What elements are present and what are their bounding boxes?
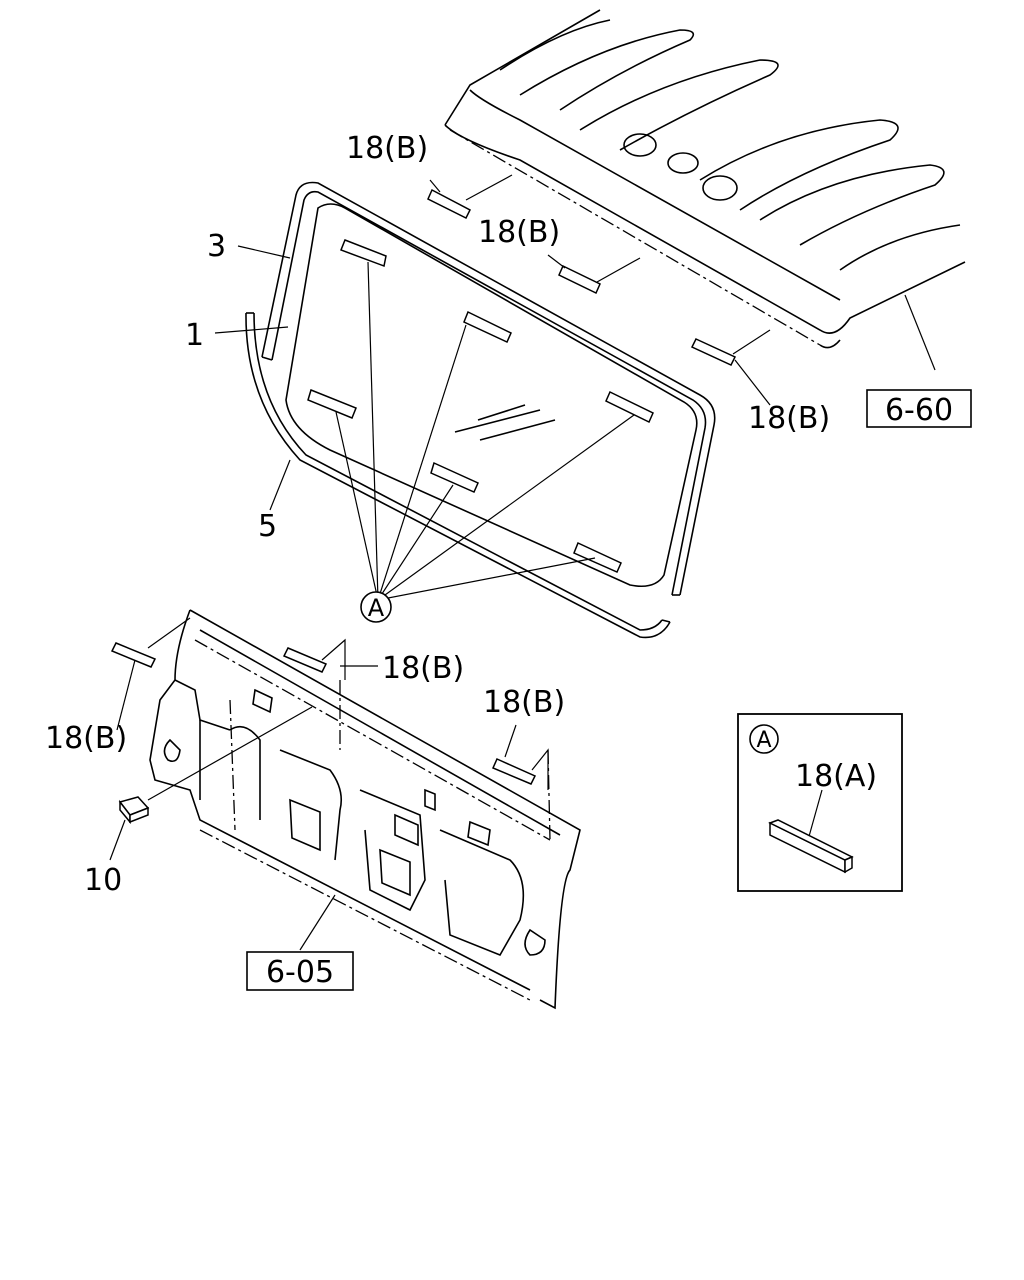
pad-18b [427, 188, 471, 220]
label-18b-mid: 18(B) [478, 215, 560, 250]
pad-18b [110, 642, 157, 668]
pad-18b [558, 264, 601, 295]
pad-18a [463, 310, 512, 344]
label-part-3: 3 [207, 229, 226, 264]
detail-part-label: 18(A) [795, 759, 877, 794]
pad-18a [340, 239, 387, 268]
label-18b-right: 18(B) [748, 401, 830, 436]
windshield-assembly [245, 181, 716, 639]
label-part-5: 5 [258, 509, 277, 544]
clip-part-10 [118, 796, 150, 825]
pad-18b [282, 647, 328, 673]
label-18b-top: 18(B) [346, 131, 428, 166]
pad-18a-detail [768, 819, 854, 874]
label-18b-center: 18(B) [382, 651, 464, 686]
ref-a-letter: A [368, 594, 385, 622]
ref-box-6-60: 6-60 [866, 389, 972, 428]
detail-marker-letter: A [756, 728, 771, 753]
pad-18b [492, 758, 537, 785]
ref-6-05-label: 6-05 [266, 955, 334, 990]
label-18b-left: 18(B) [45, 721, 127, 756]
dash-panel [149, 609, 581, 1010]
label-part-10: 10 [84, 863, 122, 898]
pad-18a [430, 461, 479, 493]
pad-18b [690, 338, 737, 366]
label-part-1: 1 [185, 318, 204, 353]
label-18b-lower: 18(B) [483, 685, 565, 720]
ref-box-6-05: 6-05 [246, 951, 354, 991]
pad-18a [605, 390, 654, 424]
pad-18a [307, 388, 357, 419]
ref-a-marker: A [360, 591, 392, 623]
ref-6-60-label: 6-60 [885, 393, 953, 428]
roof-panel [444, 9, 966, 349]
pad-18a [573, 541, 622, 573]
detail-box-a: A 18(A) [737, 713, 903, 892]
